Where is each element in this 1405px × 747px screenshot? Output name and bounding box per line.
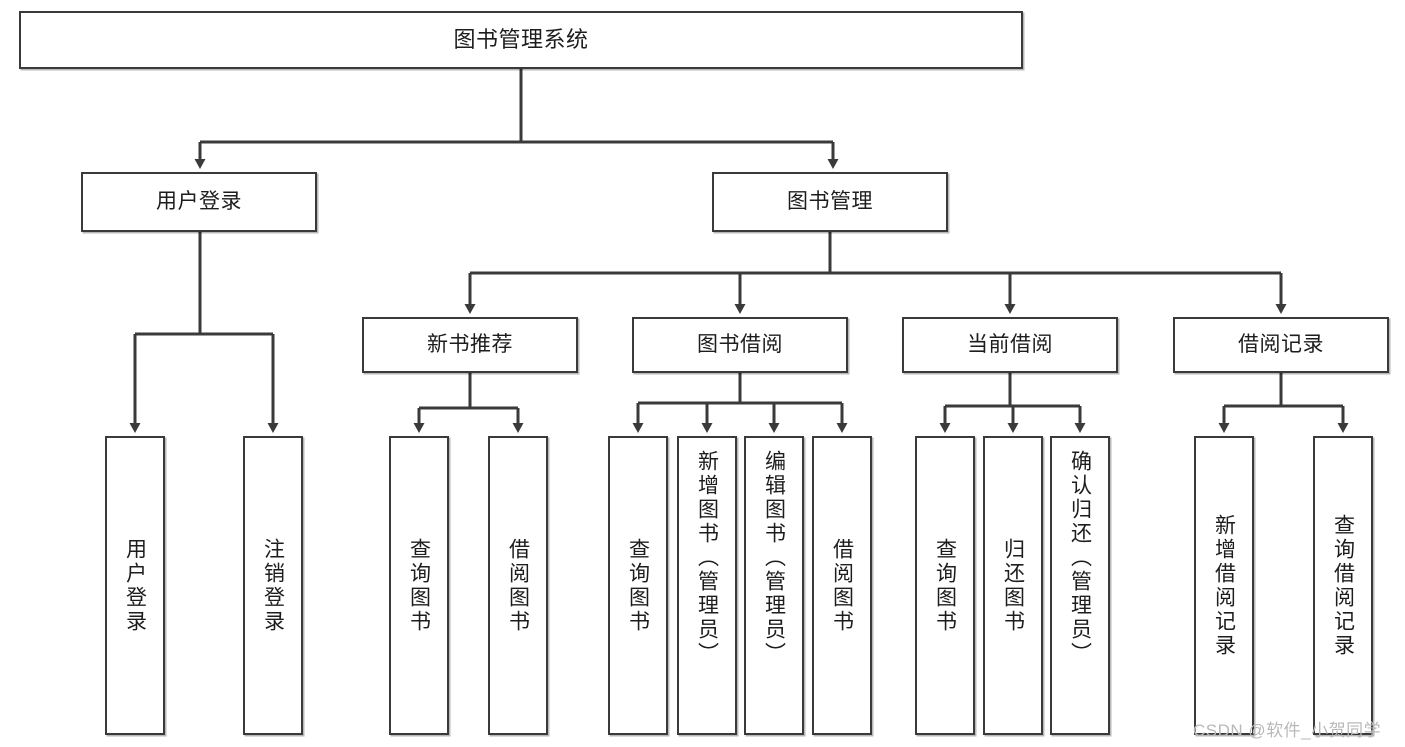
node-book-management[interactable]: 图书管理 — [712, 172, 948, 232]
node-root[interactable]: 图书管理系统 — [19, 11, 1023, 69]
node-leaf-borrow-book-2[interactable]: 借阅图书 — [812, 436, 872, 735]
node-leaf-edit-book-label: 编辑图书（管理员） — [762, 450, 786, 666]
node-leaf-edit-book[interactable]: 编辑图书（管理员） — [744, 436, 804, 735]
node-leaf-user-login[interactable]: 用户登录 — [105, 436, 165, 735]
node-current-borrow[interactable]: 当前借阅 — [902, 317, 1118, 373]
node-leaf-add-book-label: 新增图书（管理员） — [695, 450, 719, 666]
node-leaf-return-book-label: 归还图书 — [1001, 537, 1025, 634]
node-leaf-user-logout[interactable]: 注销登录 — [243, 436, 303, 735]
node-borrow-record-label: 借阅记录 — [1238, 332, 1324, 356]
node-current-borrow-label: 当前借阅 — [967, 332, 1053, 356]
node-leaf-add-book[interactable]: 新增图书（管理员） — [677, 436, 737, 735]
node-leaf-query-record-label: 查询借阅记录 — [1331, 513, 1355, 658]
node-new-book-recommend[interactable]: 新书推荐 — [362, 317, 578, 373]
node-leaf-add-record-label: 新增借阅记录 — [1212, 513, 1236, 658]
node-leaf-borrow-book-1[interactable]: 借阅图书 — [488, 436, 548, 735]
node-user-login[interactable]: 用户登录 — [81, 172, 317, 232]
node-borrow-record[interactable]: 借阅记录 — [1173, 317, 1389, 373]
node-leaf-return-book[interactable]: 归还图书 — [983, 436, 1043, 735]
node-leaf-query-book-2[interactable]: 查询图书 — [608, 436, 668, 735]
node-leaf-borrow-book-2-label: 借阅图书 — [830, 537, 854, 634]
node-user-login-label: 用户登录 — [156, 189, 242, 213]
node-leaf-query-record[interactable]: 查询借阅记录 — [1313, 436, 1373, 735]
node-leaf-confirm-return[interactable]: 确认归还（管理员） — [1050, 436, 1110, 735]
node-new-book-recommend-label: 新书推荐 — [427, 332, 513, 356]
node-root-label: 图书管理系统 — [453, 27, 589, 53]
node-leaf-add-record[interactable]: 新增借阅记录 — [1194, 436, 1254, 735]
node-book-management-label: 图书管理 — [787, 189, 873, 213]
node-book-borrow-label: 图书借阅 — [697, 332, 783, 356]
node-leaf-user-login-label: 用户登录 — [123, 537, 147, 634]
node-leaf-user-logout-label: 注销登录 — [261, 537, 285, 634]
node-leaf-borrow-book-1-label: 借阅图书 — [506, 537, 530, 634]
node-leaf-confirm-return-label: 确认归还（管理员） — [1068, 450, 1092, 666]
node-leaf-query-book-1[interactable]: 查询图书 — [389, 436, 449, 735]
csdn-watermark: CSDN @软件_小贺同学 — [1193, 721, 1382, 740]
node-leaf-query-book-1-label: 查询图书 — [407, 537, 431, 634]
node-book-borrow[interactable]: 图书借阅 — [632, 317, 848, 373]
node-leaf-query-book-2-label: 查询图书 — [626, 537, 650, 634]
node-leaf-query-book-3[interactable]: 查询图书 — [915, 436, 975, 735]
node-leaf-query-book-3-label: 查询图书 — [933, 537, 957, 634]
